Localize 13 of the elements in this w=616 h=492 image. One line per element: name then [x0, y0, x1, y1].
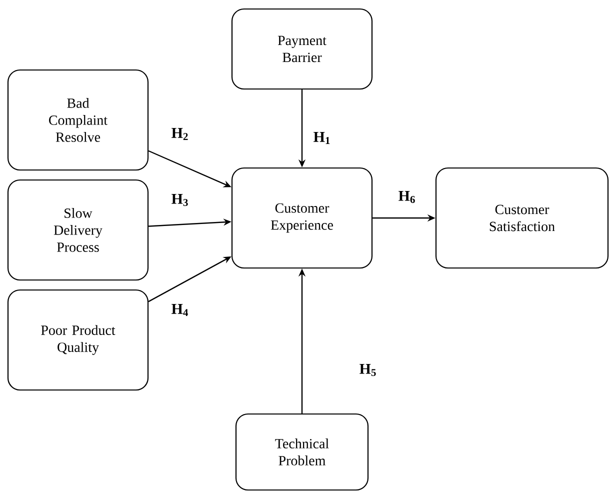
concept-box: Customer Satisfaction	[435, 167, 609, 269]
concept-box: Poor Product Quality	[7, 289, 149, 391]
edge-label: H$_{1}$	[314, 132, 330, 144]
edge-label: H$_{6}$	[398, 190, 415, 204]
concept-box: Payment Barrier	[231, 8, 373, 90]
concept-box: Technical Problem	[235, 413, 369, 491]
edge-label: H$_{2}$	[172, 128, 188, 140]
concept-box: Bad Complaint Resolve	[7, 69, 149, 171]
edge-label: H$_{5}$	[360, 364, 376, 376]
edge-label: H$_{4}$	[172, 304, 188, 316]
concept-box: Customer Experience	[231, 167, 373, 269]
concept-box: Slow Delivery Process	[7, 179, 149, 281]
edge-label: H$_{3}$	[172, 194, 188, 206]
